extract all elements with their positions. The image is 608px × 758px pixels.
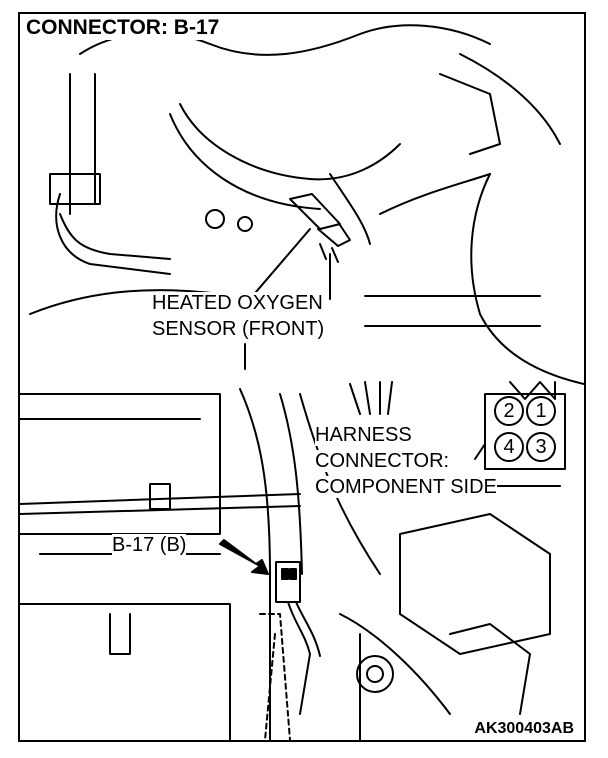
diagram-title: CONNECTOR: B-17 <box>24 16 224 40</box>
pin-2-label: 2 <box>503 400 515 422</box>
pin-1-circle <box>526 396 556 426</box>
pin-3-label: 3 <box>535 436 547 458</box>
oxygen-sensor-shape <box>289 193 351 263</box>
harness-label-line3: COMPONENT SIDE <box>315 476 497 498</box>
connector-ref-label: B-17 (B) <box>112 534 187 556</box>
pin-2-circle <box>494 396 524 426</box>
harness-label-line1: HARNESS <box>315 424 412 446</box>
pin-4-label: 4 <box>503 436 515 458</box>
sensor-label-line1: HEATED OXYGEN <box>152 292 323 314</box>
left-pipe <box>69 73 96 215</box>
pin-3-circle <box>526 432 556 462</box>
arrow-icon <box>219 539 269 575</box>
engine-bay-illustration <box>20 24 584 740</box>
b17-connector-shape <box>259 561 321 740</box>
pin-1-label: 1 <box>535 400 547 422</box>
figure-code: AK300403AB <box>472 720 576 738</box>
sensor-leader-line <box>249 228 311 300</box>
diagram-frame: CONNECTOR: B-17 HEATED OXYGEN SENSOR (FR… <box>18 12 586 742</box>
pin-4-circle <box>494 432 524 462</box>
sensor-label-line2: SENSOR (FRONT) <box>152 318 325 340</box>
harness-label-line2: CONNECTOR: <box>315 450 450 472</box>
